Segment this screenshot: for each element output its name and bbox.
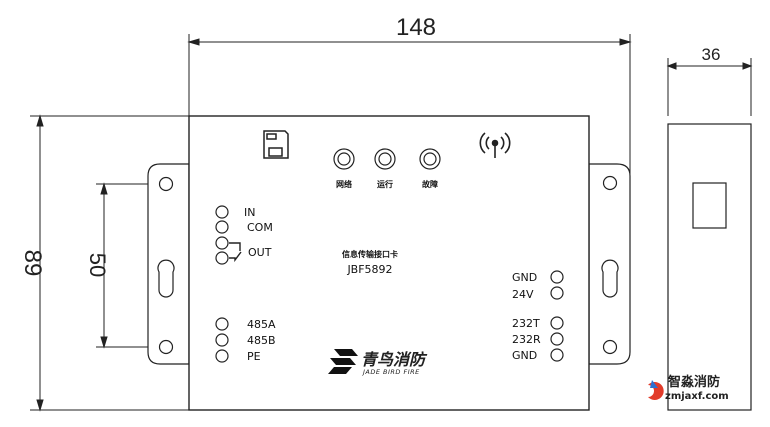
terminals-left-bottom [215,317,229,363]
side-view [667,123,752,411]
dimension-height [30,114,189,412]
dimension-height-label: 89 [19,250,46,277]
terminal-232t-label: 232T [512,317,540,330]
dimension-hole-spacing [96,182,165,349]
led-fault-label: 故障 [422,179,438,189]
indicator-leds [333,148,441,170]
led-network-label: 网络 [336,179,352,189]
terminals-right-bottom [550,316,564,362]
led-fault [419,148,441,170]
watermark-logo-icon [648,380,664,400]
dimension-depth-label: 36 [702,45,721,64]
terminal-485a-label: 485A [247,318,276,331]
watermark-name: 智淼消防 [668,374,720,390]
led-run [374,148,396,170]
dimension-depth [666,58,753,116]
right-mounting-bracket [588,163,631,365]
led-run-label: 运行 [377,179,393,189]
terminal-485b-label: 485B [247,334,276,347]
sd-card-icon [263,130,289,159]
dimension-hole-spacing-label: 50 [85,253,110,277]
device-name: 信息传输接口卡 [342,249,398,259]
led-network [333,148,355,170]
watermark-url: zmjaxf.com [665,391,729,402]
terminal-gnd-bottom-label: GND [512,349,537,362]
brand-name-cn: 青鸟消防 [361,350,428,369]
terminals-right-top [550,270,564,300]
terminal-pe-label: PE [247,350,261,363]
relay-switch-symbol [229,242,242,263]
brand-name-en: JADE BIRD FIRE [361,368,420,376]
terminals-left-top [215,205,229,265]
device-model: JBF5892 [346,263,392,276]
terminal-in-label: IN [244,206,255,219]
terminal-24v-label: 24V [512,288,534,301]
terminal-com-label: COM [247,221,273,234]
terminal-232r-label: 232R [512,333,541,346]
dimension-width-label: 148 [396,14,436,41]
dimension-width [187,34,632,175]
terminal-out-label: OUT [248,246,272,259]
terminal-gnd-top-label: GND [512,271,537,284]
left-mounting-bracket [147,163,190,365]
brand-logo-mark [328,349,358,374]
wireless-signal-icon [479,132,511,158]
